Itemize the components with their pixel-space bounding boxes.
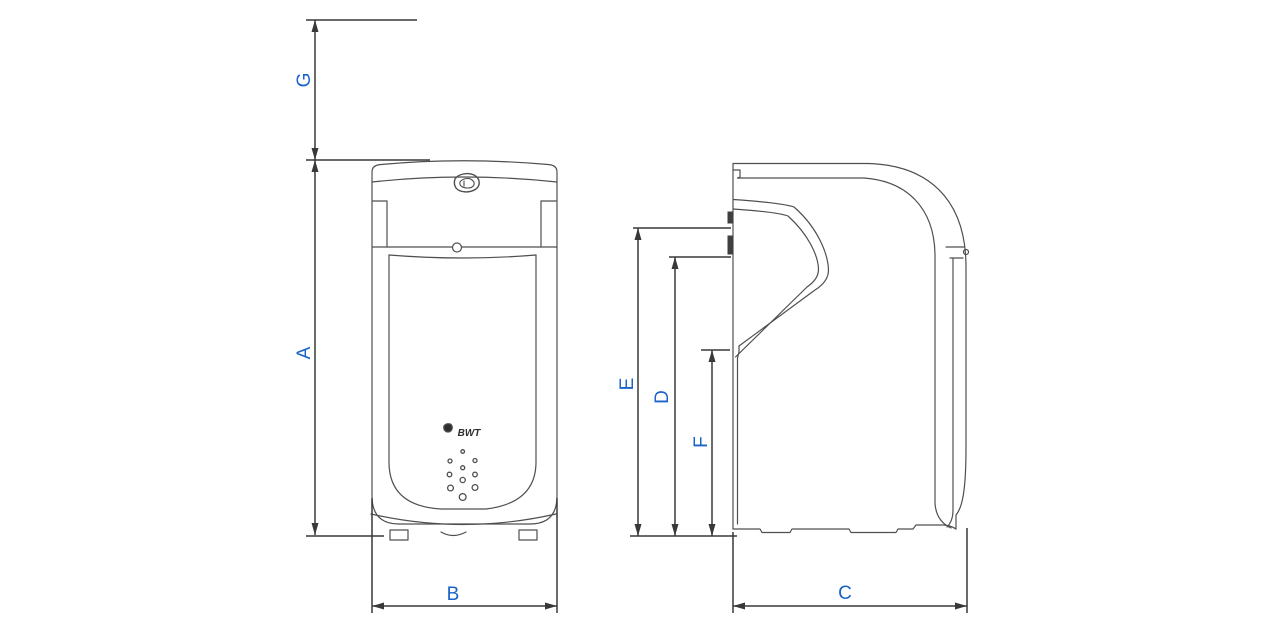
front-door-panel [388, 254, 537, 510]
front-base-edge [370, 513, 557, 526]
side-handle-recess-outer [732, 198, 830, 347]
bwt-drop-logo-icon [453, 172, 480, 193]
front-top-arch [371, 176, 558, 183]
front-knob [451, 242, 463, 253]
front-right-pillar [540, 200, 557, 248]
dimension-labels: G A B E D F C [294, 73, 852, 605]
dim-label-c: C [838, 583, 852, 604]
side-top-left-notch [732, 169, 741, 179]
front-outer-shell [371, 160, 558, 525]
front-center-bump [440, 531, 467, 537]
dim-label-g: G [294, 73, 315, 88]
side-connection-port-lower [727, 235, 733, 255]
side-view [727, 162, 970, 534]
bwt-mini-drop-icon [443, 423, 453, 433]
side-right-inner-line [946, 257, 954, 528]
bwt-logo-text: BWT [458, 428, 482, 439]
front-right-foot [518, 529, 538, 541]
front-left-foot [389, 529, 409, 541]
bwt-text-logo: BWT [443, 423, 482, 439]
front-door-panel-top-edge [388, 254, 537, 259]
side-handle-recess-inner [732, 208, 820, 358]
dim-label-f: F [691, 436, 712, 448]
dimension-arrowheads [311, 20, 967, 610]
side-front-inner-edge [736, 345, 740, 525]
dim-label-d: D [652, 390, 673, 404]
front-left-pillar [372, 200, 388, 248]
dim-label-b: B [447, 584, 460, 605]
side-inner-top-line [736, 177, 952, 529]
side-connection-port-upper [727, 211, 733, 224]
dim-label-e: E [617, 378, 638, 391]
dimension-lines [306, 19, 968, 613]
side-bottom-edge [732, 524, 957, 534]
dim-label-a: A [294, 346, 315, 359]
side-right-tab [945, 246, 970, 259]
speaker-holes [446, 449, 479, 502]
side-outer-profile [732, 162, 967, 530]
front-view: BWT [370, 160, 558, 541]
